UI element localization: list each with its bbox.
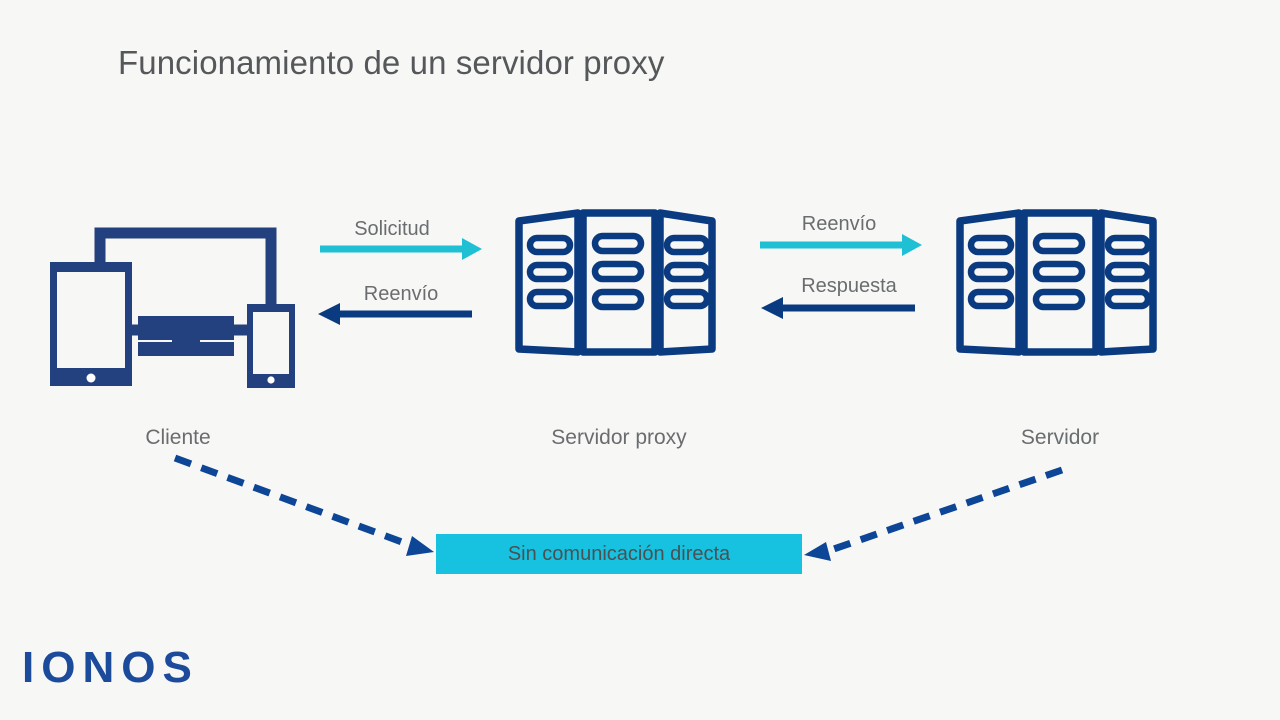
flow-label-respuesta: Respuesta (801, 275, 897, 297)
ionos-logo: IONOS (22, 643, 199, 692)
node-label-server: Servidor (1020, 426, 1100, 449)
dashed-connector-client-to-banner (173, 454, 434, 556)
dashed-connector-server-to-banner (804, 466, 1064, 561)
flow-arrow-reenvio-1 (318, 303, 472, 325)
no-direct-communication-label: Sin comunicación directa (507, 542, 731, 565)
server-rack-icon-proxy (515, 209, 716, 356)
page-title: Funcionamiento de un servidor proxy (118, 44, 665, 81)
flow-arrow-respuesta (761, 297, 915, 319)
no-direct-communication-banner: Sin comunicación directa (436, 534, 802, 574)
server-rack-icon-server (956, 209, 1157, 356)
flow-label-reenvio-2: Reenvío (801, 213, 877, 235)
node-label-proxy: Servidor proxy (551, 426, 687, 449)
flow-arrow-solicitud (320, 238, 482, 260)
flow-arrow-reenvio-2 (760, 234, 922, 256)
node-label-client: Cliente (145, 426, 211, 449)
flow-label-solicitud: Solicitud (354, 218, 430, 240)
devices-icon (50, 227, 295, 388)
flow-label-reenvio-1: Reenvío (363, 283, 439, 305)
